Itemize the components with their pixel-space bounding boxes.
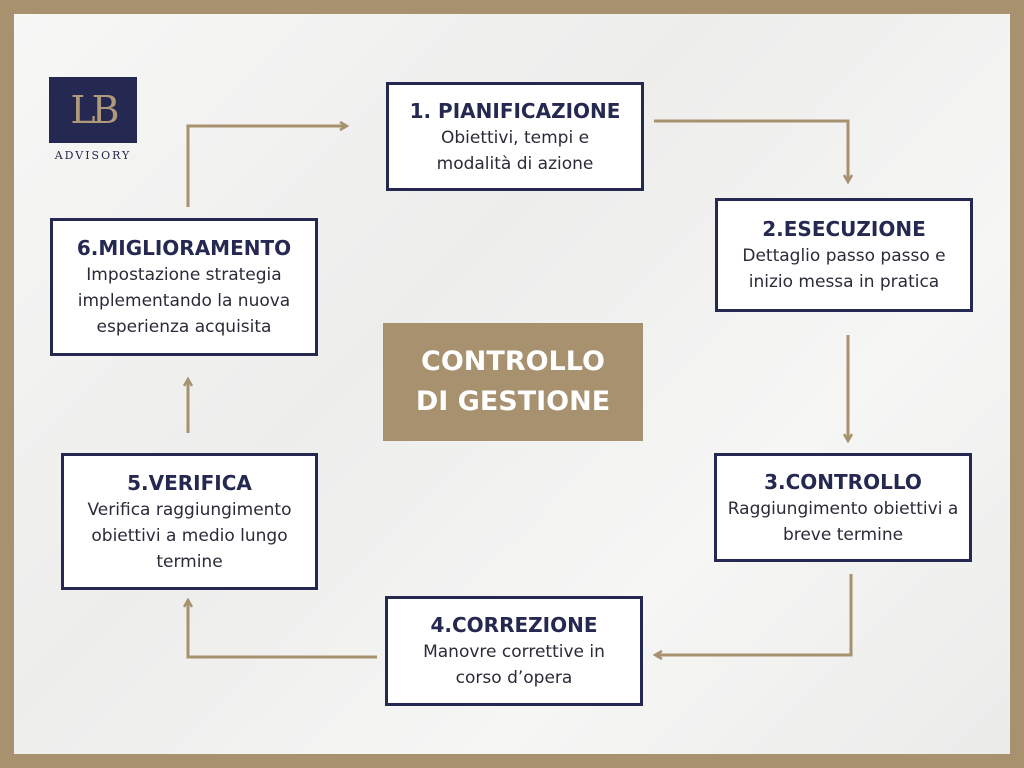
logo: LB [49,77,137,143]
step-title: 1. PIANIFICAZIONE [409,98,621,123]
step-5-box: 5.VERIFICA Verifica raggiungimento obiet… [61,453,318,590]
step-title: 6.MIGLIORAMENTO [76,236,292,260]
logo-subtitle: ADVISORY [54,149,132,162]
center-title-line2: DI GESTIONE [415,386,611,417]
step-description: Verifica raggiungimento obiettivi a medi… [87,499,292,572]
center-title: CONTROLLO DI GESTIONE [383,323,643,441]
arrow-3-to-4 [656,574,853,655]
step-description: Impostazione strategia implementando la … [77,265,291,337]
step-title: 5.VERIFICA [127,470,252,495]
arrow-4-to-5 [188,601,377,659]
center-title-line1: CONTROLLO [421,346,605,377]
step-4-box: 4.CORREZIONE Manovre correttive in corso… [385,596,643,706]
step-title: 2.ESECUZIONE [762,217,926,241]
step-description: Raggiungimento obiettivi a breve termine [727,498,959,545]
arrow-1-to-2 [654,119,848,181]
step-2-box: 2.ESECUZIONE Dettaglio passo passo e ini… [715,198,973,312]
step-description: Manovre correttive in corso d’opera [423,642,605,688]
arrow-6-to-1 [186,126,346,207]
step-3-box: 3.CONTROLLO Raggiungimento obiettivi a b… [714,453,972,562]
step-description: Dettaglio passo passo e inizio messa in … [742,246,946,292]
logo-mark: LB [70,88,119,132]
step-6-box: 6.MIGLIORAMENTO Impostazione strategia i… [50,218,318,356]
step-title: 4.CORREZIONE [430,613,598,637]
step-description: Obiettivi, tempi e modalità di azione [436,127,594,174]
step-1-box: 1. PIANIFICAZIONE Obiettivi, tempi e mod… [386,82,644,191]
step-title: 3.CONTROLLO [764,469,922,494]
